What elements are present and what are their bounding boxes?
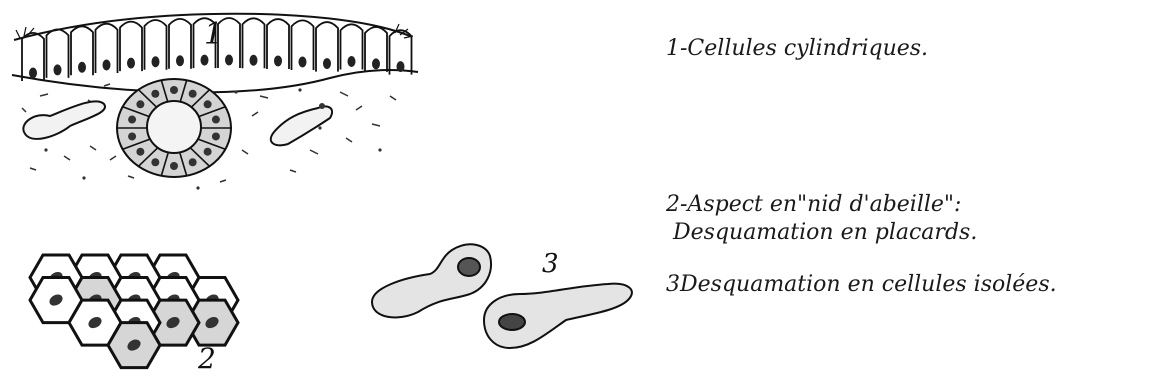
columnar-cell-nucleus bbox=[201, 55, 209, 66]
columnar-cell-nucleus bbox=[54, 64, 62, 75]
isolated-cells-figure bbox=[372, 244, 632, 348]
connective-mark bbox=[110, 156, 116, 160]
connective-mark bbox=[310, 150, 318, 154]
columnar-cell-nucleus bbox=[127, 58, 135, 69]
connective-mark bbox=[260, 96, 268, 98]
caption-isolated-cells: 3Desquamation en cellules isolées. bbox=[666, 272, 1057, 298]
columnar-cell-nucleus bbox=[397, 61, 405, 72]
columnar-cell-nucleus bbox=[323, 58, 331, 69]
fibroblast-left bbox=[23, 101, 105, 139]
columnar-cell-nucleus bbox=[78, 62, 86, 73]
columnar-cell-nucleus bbox=[29, 68, 37, 79]
connective-mark bbox=[22, 108, 26, 112]
connective-mark bbox=[220, 180, 226, 182]
gland-acinus bbox=[117, 79, 231, 177]
gland-cell-nucleus bbox=[151, 90, 159, 98]
gland-cell-nucleus bbox=[204, 148, 212, 156]
nucleus-lower bbox=[499, 314, 525, 330]
connective-mark bbox=[40, 94, 48, 96]
connective-mark bbox=[372, 124, 380, 126]
caption-honeycomb-line2: Desquamation en placards. bbox=[666, 220, 977, 246]
caption-honeycomb-line1: 2-Aspect en"nid d'abeille": bbox=[666, 192, 961, 218]
gland-cell-nucleus bbox=[128, 116, 136, 124]
gland-cell-nucleus bbox=[189, 90, 197, 98]
connective-mark bbox=[252, 112, 258, 116]
label-3: 3 bbox=[542, 249, 559, 279]
gland-cell-nucleus bbox=[128, 132, 136, 140]
isolated-cell-upper bbox=[372, 244, 491, 317]
label-2: 2 bbox=[197, 342, 216, 375]
gland-cell-nucleus bbox=[170, 86, 178, 94]
connective-dot bbox=[298, 88, 301, 91]
gland-cell-nucleus bbox=[136, 100, 144, 108]
connective-mark bbox=[356, 106, 362, 110]
gland-cell-nucleus bbox=[189, 158, 197, 166]
nucleus-upper bbox=[458, 258, 480, 276]
connective-dot bbox=[318, 126, 321, 129]
connective-dot bbox=[378, 148, 381, 151]
gland-cell-nucleus bbox=[204, 100, 212, 108]
columnar-cell-nucleus bbox=[274, 55, 282, 66]
gland-cell-nucleus bbox=[151, 158, 159, 166]
connective-mark bbox=[340, 92, 348, 96]
fibroblast-right bbox=[271, 103, 332, 145]
connective-mark bbox=[346, 138, 352, 142]
connective-mark bbox=[90, 146, 96, 150]
connective-mark bbox=[242, 150, 248, 154]
connective-dot bbox=[234, 90, 237, 93]
connective-mark bbox=[64, 156, 70, 160]
gland-cell-nucleus bbox=[212, 132, 220, 140]
connective-mark bbox=[128, 176, 134, 178]
connective-mark bbox=[290, 170, 296, 172]
caption-columnar-cells: 1-Cellules cylindriques. bbox=[666, 36, 928, 62]
columnar-cell-nucleus bbox=[103, 59, 111, 70]
gland-cell-nucleus bbox=[136, 148, 144, 156]
columnar-cell-nucleus bbox=[299, 57, 307, 68]
columnar-cell-nucleus bbox=[225, 55, 233, 66]
columnar-cell-nucleus bbox=[348, 56, 356, 67]
connective-mark bbox=[104, 84, 110, 86]
connective-mark bbox=[390, 96, 396, 100]
connective-dot bbox=[44, 148, 47, 151]
columnar-cell-nucleus bbox=[176, 55, 184, 66]
connective-mark bbox=[30, 168, 36, 170]
columnar-cell-nucleus bbox=[152, 56, 160, 67]
gland-cell-nucleus bbox=[212, 116, 220, 124]
connective-dot bbox=[82, 176, 85, 179]
gland-cell-nucleus bbox=[170, 162, 178, 170]
columnar-cell-nucleus bbox=[250, 55, 258, 66]
label-1: 1 bbox=[204, 17, 223, 52]
columnar-cell-nucleus bbox=[372, 58, 380, 69]
connective-dot bbox=[196, 186, 199, 189]
